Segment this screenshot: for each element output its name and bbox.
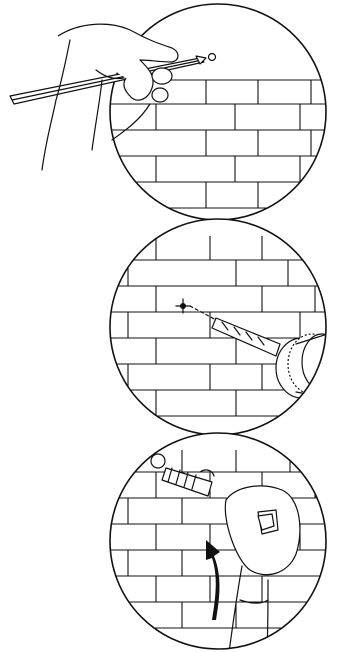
panel-3-insert-anchor	[100, 430, 337, 652]
drilled-hole-icon	[151, 454, 165, 468]
panel-1-mark-hole	[10, 4, 337, 224]
panel-2-drill-hole	[100, 215, 337, 445]
